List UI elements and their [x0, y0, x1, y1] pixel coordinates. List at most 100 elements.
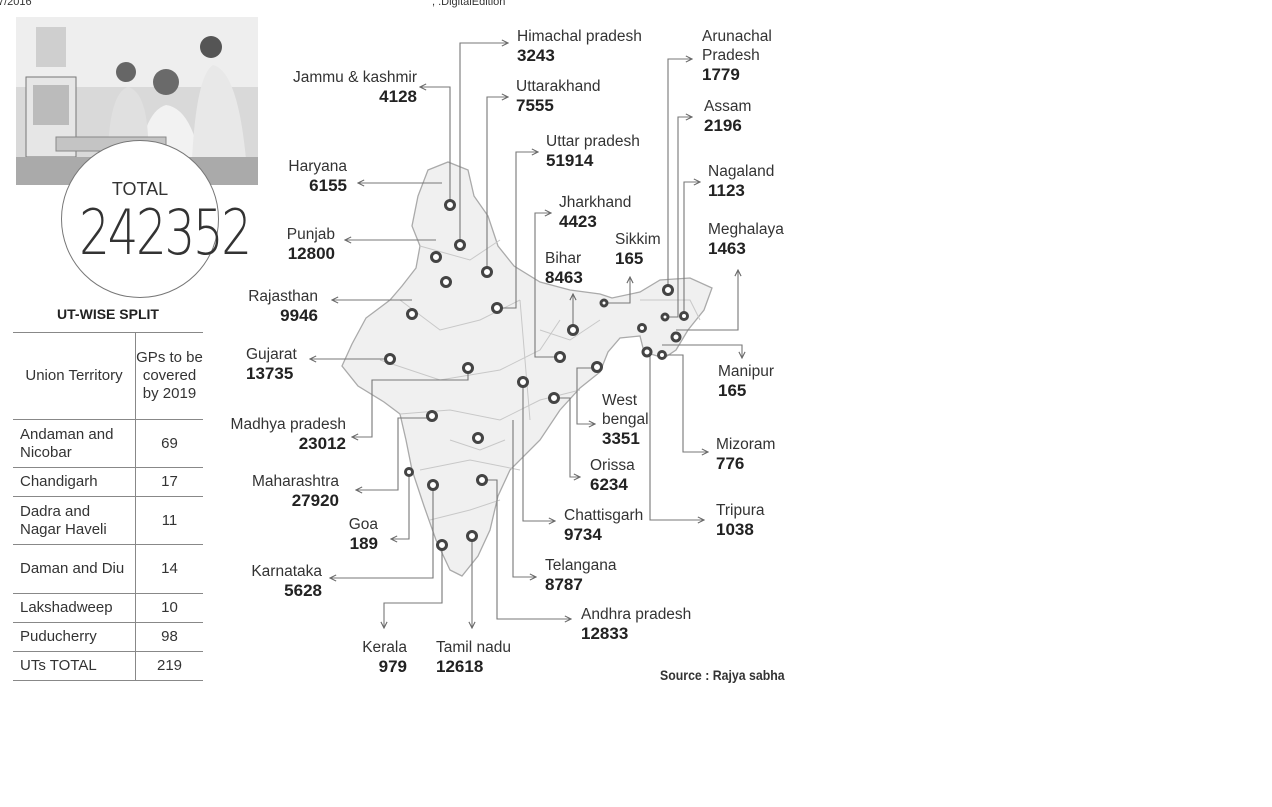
state-name: Goa [348, 516, 378, 533]
ut-table-header: Union Territory GPs to be covered by 201… [13, 332, 203, 420]
table-row: Andaman and Nicobar 69 [13, 419, 203, 468]
state-name: Maharashtra [251, 473, 339, 490]
column-header-gps: GPs to be covered by 2019 [135, 332, 203, 420]
state-name: Uttar pradesh [546, 133, 640, 150]
state-name: Uttarakhand [516, 78, 601, 95]
leader-lines [310, 43, 742, 628]
state-name: Himachal pradesh [517, 28, 642, 45]
state-name: Gujarat [246, 346, 297, 363]
header-date: 7/2016 [0, 0, 32, 8]
table-row: Puducherry 98 [13, 622, 203, 652]
state-name: Rajasthan [248, 288, 318, 305]
state-borders [379, 239, 701, 521]
state-value: 1123 [708, 181, 745, 200]
state-value: 1463 [708, 239, 746, 258]
state-value: 165 [718, 381, 747, 400]
state-value: 4423 [559, 212, 597, 231]
state-name: Madhya pradesh [230, 416, 346, 433]
state-name: Kerala [362, 639, 407, 656]
header-edition: , .DigitalEdition [432, 0, 506, 8]
state-name: Mizoram [716, 436, 776, 453]
india-outline [341, 161, 713, 577]
ut-table: Union Territory GPs to be covered by 201… [13, 332, 203, 681]
state-value: 9946 [280, 306, 318, 325]
state-name: Andhra pradesh [581, 606, 692, 623]
state-value: 1038 [716, 520, 754, 539]
table-row: UTs TOTAL 219 [13, 651, 203, 681]
state-value: 2196 [704, 116, 742, 135]
state-value: 8463 [545, 268, 583, 287]
ut-name: Lakshadweep [13, 593, 136, 623]
state-name: Haryana [288, 158, 347, 175]
state-name: Jharkhand [559, 194, 632, 211]
state-name: Manipur [718, 363, 774, 380]
source-note: Source : Rajya sabha [660, 667, 785, 683]
ut-value: 11 [135, 496, 203, 545]
ut-name: Dadra and Nagar Haveli [13, 496, 136, 545]
state-value: 9734 [564, 525, 602, 544]
state-value: 12800 [287, 244, 335, 263]
state-value: 6234 [590, 475, 628, 494]
table-row: Chandigarh 17 [13, 467, 203, 497]
state-name: Sikkim [615, 231, 661, 248]
state-value: 23012 [298, 434, 346, 453]
total-label: TOTAL [111, 179, 169, 199]
table-row: Daman and Diu 14 [13, 544, 203, 594]
ut-name: Andaman and Nicobar [13, 419, 136, 468]
ut-name: Chandigarh [13, 467, 136, 497]
state-value: 4128 [379, 87, 417, 106]
state-name: Meghalaya [708, 221, 784, 238]
ut-name: Puducherry [13, 622, 136, 652]
state-value: 189 [349, 534, 378, 553]
state-value: 3243 [517, 46, 555, 65]
state-name: Punjab [286, 226, 335, 243]
state-name: Bihar [545, 250, 582, 267]
state-name: Tamil nadu [436, 639, 511, 656]
state-value: 3351 [602, 429, 640, 448]
ut-name: Daman and Diu [13, 544, 136, 594]
state-value: 12833 [581, 624, 629, 643]
state-name: Chattisgarh [564, 507, 644, 524]
state-value: 165 [615, 249, 644, 268]
state-value: 51914 [546, 151, 594, 170]
state-value: 1779 [702, 65, 740, 84]
state-value: 7555 [516, 96, 554, 115]
column-header-ut: Union Territory [13, 332, 136, 420]
ut-value: 219 [135, 651, 203, 681]
state-value: 6155 [309, 176, 347, 195]
ut-value: 10 [135, 593, 203, 623]
state-name: Jammu & kashmir [292, 69, 417, 86]
table-row: Dadra and Nagar Haveli 11 [13, 496, 203, 545]
ut-name: UTs TOTAL [13, 651, 136, 681]
state-name: Telangana [545, 557, 617, 574]
state-value: 27920 [291, 491, 339, 510]
table-row: Lakshadweep 10 [13, 593, 203, 623]
state-name: Tripura [716, 502, 765, 519]
